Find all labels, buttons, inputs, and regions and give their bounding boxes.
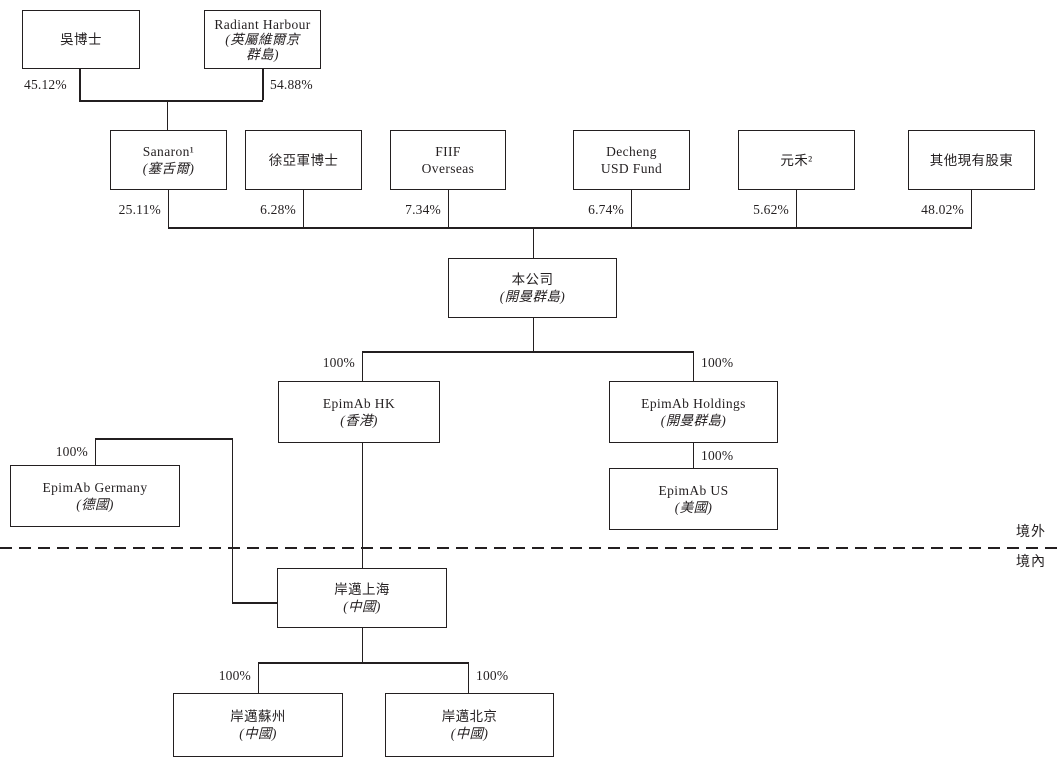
node-label: Decheng (606, 144, 657, 159)
node-jurisdiction: (德國) (76, 497, 114, 512)
node-sanaron: Sanaron¹ (塞舌爾) (110, 130, 227, 190)
node-company: 本公司 (開曼群島) (448, 258, 617, 318)
node-fiif-overseas: FIIF Overseas (390, 130, 506, 190)
pct-label-suzhou: 100% (218, 668, 251, 683)
connector-line (94, 438, 96, 465)
pct-label-wu: 45.12% (24, 77, 67, 92)
node-radiant-harbour: Radiant Harbour (英屬維爾京 群島) (204, 10, 321, 69)
node-epimab-us: EpimAb US (美國) (609, 468, 778, 530)
node-label: FIIF (435, 144, 461, 159)
node-label: 岸邁上海 (334, 582, 390, 597)
node-label: EpimAb Germany (42, 480, 148, 495)
connector-line (795, 190, 797, 227)
node-jurisdiction: (開曼群島) (499, 289, 566, 304)
pct-label-xu: 6.28% (260, 202, 296, 217)
connector-line (79, 100, 264, 102)
pct-label-radiant: 54.88% (270, 77, 313, 92)
node-label: 吳博士 (60, 32, 102, 47)
node-label: Radiant Harbour (214, 17, 311, 32)
connector-line (970, 190, 972, 227)
node-label: EpimAb Holdings (641, 396, 746, 411)
connector-line (361, 351, 363, 381)
connector-line (167, 190, 169, 227)
node-label: 本公司 (511, 272, 554, 287)
node-jurisdiction: (香港) (340, 413, 378, 428)
node-other-existing-shareholders: 其他現有股東 (908, 130, 1035, 190)
node-jurisdiction: (中國) (239, 726, 277, 741)
connector-line (94, 438, 233, 440)
node-jurisdiction: (中國) (343, 599, 381, 614)
connector-line (302, 190, 304, 227)
pct-label-decheng: 6.74% (588, 202, 624, 217)
connector-line (166, 100, 168, 130)
connector-line (361, 351, 694, 353)
node-label: 元禾² (780, 152, 813, 168)
connector-line (532, 227, 534, 258)
pct-label-epimab-holdings: 100% (701, 355, 734, 370)
onshore-label: 境內 (1016, 555, 1046, 570)
node-epimab-germany: EpimAb Germany (德國) (10, 465, 180, 527)
pct-label-epimab-germany: 100% (55, 444, 88, 459)
node-anmai-beijing: 岸邁北京 (中國) (385, 693, 554, 757)
shareholders-bus-line (167, 227, 972, 229)
connector-line (361, 442, 363, 568)
connector-line (447, 190, 449, 227)
node-label: 岸邁蘇州 (230, 709, 286, 724)
node-jurisdiction: 群島) (246, 47, 279, 62)
connector-line (692, 351, 694, 381)
pct-label-other-shareholders: 48.02% (921, 202, 964, 217)
node-label: 徐亞軍博士 (268, 152, 339, 168)
connector-line (692, 442, 694, 468)
node-jurisdiction: (中國) (450, 726, 489, 741)
node-label: Sanaron¹ (142, 144, 195, 159)
pct-label-yuanhe: 5.62% (753, 202, 789, 217)
node-label: EpimAb HK (322, 396, 396, 411)
node-dr-xu-yajun: 徐亞軍博士 (245, 130, 362, 190)
connector-line (630, 190, 632, 227)
connector-line (467, 662, 469, 693)
connector-line (262, 69, 264, 100)
connector-line (231, 602, 278, 604)
pct-label-fiif: 7.34% (405, 202, 441, 217)
node-epimab-hk: EpimAb HK (香港) (278, 381, 440, 443)
node-yuanhe: 元禾² (738, 130, 855, 190)
node-anmai-shanghai: 岸邁上海 (中國) (277, 568, 447, 628)
node-jurisdiction: (塞舌爾) (142, 161, 195, 176)
connector-line (532, 318, 534, 352)
connector-line (257, 662, 259, 693)
node-jurisdiction: (美國) (674, 500, 713, 515)
node-jurisdiction: (英屬維爾京 (225, 32, 300, 47)
onshore-offshore-divider (0, 547, 1060, 549)
node-epimab-holdings: EpimAb Holdings (開曼群島) (609, 381, 778, 443)
connector-line (361, 628, 363, 662)
node-label: 其他現有股東 (929, 152, 1014, 168)
pct-label-beijing: 100% (476, 668, 509, 683)
offshore-label: 境外 (1016, 525, 1046, 540)
node-label: Overseas (421, 161, 475, 176)
pct-label-epimab-hk: 100% (322, 355, 355, 370)
node-decheng-usd-fund: Decheng USD Fund (573, 130, 690, 190)
node-anmai-suzhou: 岸邁蘇州 (中國) (173, 693, 343, 757)
node-jurisdiction: (開曼群島) (660, 413, 727, 428)
connector-line (257, 662, 469, 664)
pct-label-sanaron: 25.11% (118, 202, 161, 217)
node-label: 岸邁北京 (441, 709, 498, 724)
node-label: EpimAb US (658, 483, 729, 498)
connector-line (231, 438, 233, 603)
pct-label-epimab-us: 100% (701, 448, 734, 463)
node-label: USD Fund (600, 161, 663, 176)
node-dr-wu: 吳博士 (22, 10, 140, 69)
connector-line (79, 69, 81, 100)
